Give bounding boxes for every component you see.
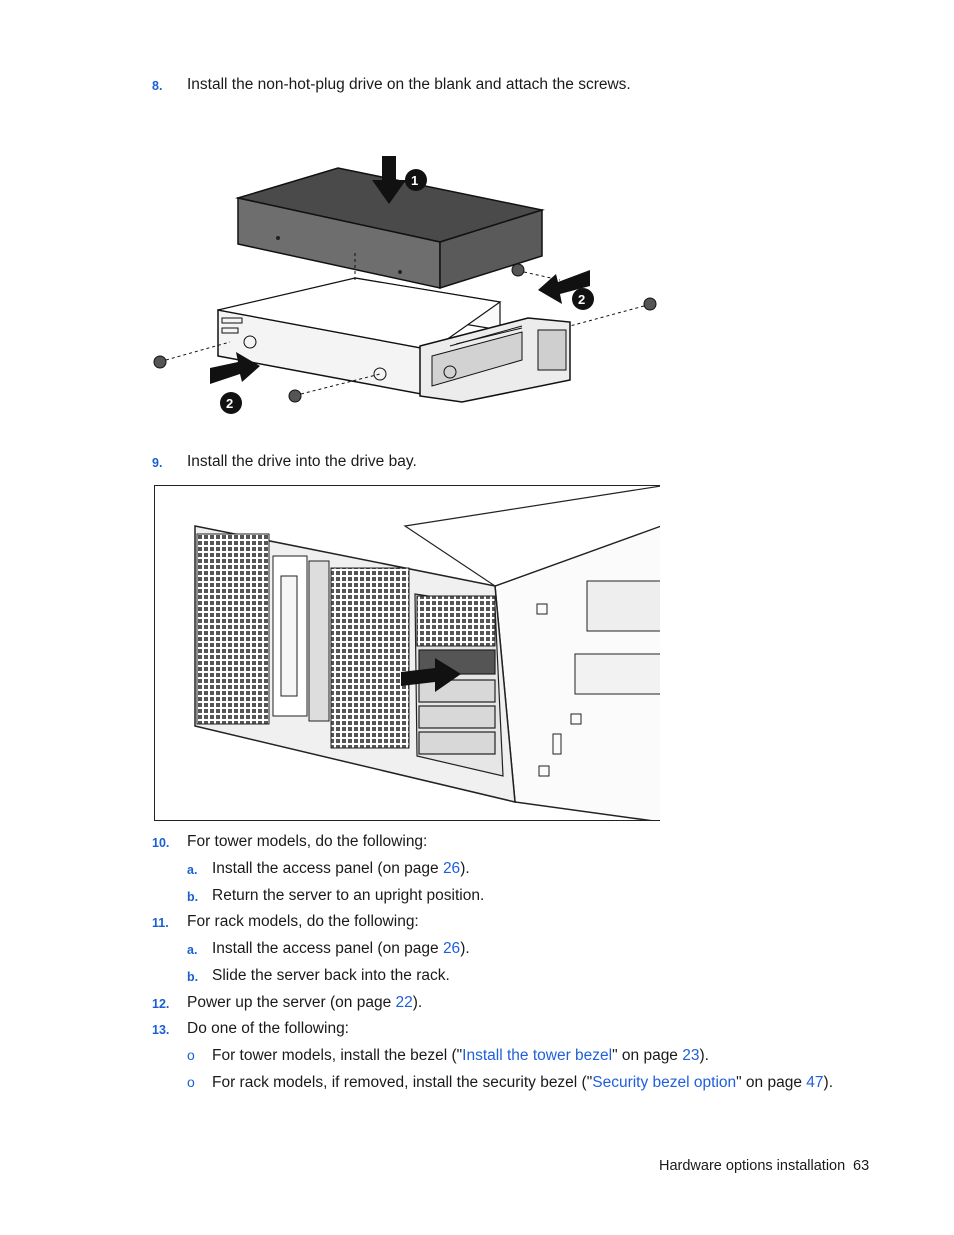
security-bezel-link[interactable]: Security bezel option (592, 1074, 737, 1091)
step-13-option-2: For rack models, if removed, install the… (212, 1074, 833, 1091)
callout-2-right: 2 (578, 292, 585, 307)
footer-section-title: Hardware options installation (659, 1158, 846, 1174)
step-11-text: For rack models, do the following: (187, 913, 419, 930)
step-8-text: Install the non-hot-plug drive on the bl… (187, 76, 631, 93)
step-12-text: Power up the server (on page 22). (187, 994, 423, 1011)
step-10b-label: b. (187, 890, 199, 904)
footer-page-number: 63 (853, 1158, 870, 1174)
page-link[interactable]: 26 (442, 940, 461, 957)
callout-1: 1 (411, 173, 418, 188)
bullet-icon: o (187, 1074, 195, 1090)
page-link[interactable]: 23 (682, 1047, 700, 1064)
step-11-number: 11. (152, 916, 169, 930)
step-10-text: For tower models, do the following: (187, 833, 428, 850)
step-11a-label: a. (187, 943, 198, 957)
step-13-option-1: For tower models, install the bezel ("In… (212, 1047, 709, 1064)
step-10a-text: Install the access panel (on page 26). (212, 860, 470, 877)
step-10a-label: a. (187, 863, 198, 877)
drive-blank-illustration: 1 2 2 (153, 156, 657, 414)
callout-2-left: 2 (226, 396, 233, 411)
drive-bay-illustration (154, 485, 660, 821)
step-11a-text: Install the access panel (on page 26). (212, 940, 470, 957)
step-9-number: 9. (152, 456, 163, 470)
bullet-icon: o (187, 1047, 195, 1063)
step-11b-label: b. (187, 970, 199, 984)
page-link[interactable]: 47 (806, 1074, 824, 1091)
step-8-number: 8. (152, 79, 163, 93)
page-link[interactable]: 22 (395, 994, 413, 1011)
step-13-number: 13. (152, 1023, 170, 1037)
step-13-text: Do one of the following: (187, 1020, 349, 1037)
page-link[interactable]: 26 (442, 860, 461, 877)
step-9-text: Install the drive into the drive bay. (187, 453, 417, 470)
step-10b-text: Return the server to an upright position… (212, 887, 485, 904)
step-10-number: 10. (152, 836, 170, 850)
step-12-number: 12. (152, 997, 170, 1011)
step-11b-text: Slide the server back into the rack. (212, 967, 450, 984)
tower-bezel-link[interactable]: Install the tower bezel (462, 1047, 613, 1064)
